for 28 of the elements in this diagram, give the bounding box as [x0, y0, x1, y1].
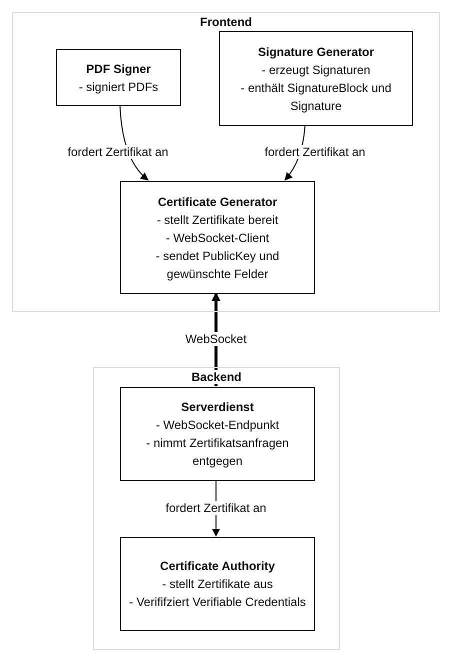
group-frame	[93, 367, 340, 650]
component-box	[219, 31, 413, 126]
box-text: - WebSocket-Client	[166, 230, 270, 246]
box-heading: Certificate Generator	[158, 194, 278, 210]
box-heading: Certificate Authority	[160, 558, 275, 575]
box-text: - Verififziert Verifiable Credentials	[129, 594, 306, 611]
edge-label: fordert Zertifikat an	[66, 145, 170, 159]
box-text: - enthält SignatureBlock und Signature	[240, 80, 392, 114]
edge-label: WebSocket	[183, 332, 249, 346]
component-box	[120, 387, 315, 481]
component-box	[56, 49, 181, 106]
box-heading: Signature Generator	[258, 44, 374, 60]
box-text: - stellt Zertifikate aus	[162, 576, 273, 593]
edge-label: fordert Zertifikat an	[262, 145, 368, 159]
box-text: - nimmt Zertifikatsanfragen entgegen	[145, 435, 290, 470]
group-title: Backend	[189, 370, 244, 384]
box-heading: PDF Signer	[86, 60, 151, 78]
box-text: - sendet PublicKey und gewünschte Felder	[154, 248, 280, 282]
component-box	[120, 181, 315, 294]
box-text: - stellt Zertifikate bereit	[156, 212, 278, 228]
component-box	[120, 537, 315, 631]
group-frame	[12, 12, 440, 312]
box-text: - signiert PDFs	[78, 78, 158, 96]
box-heading: Serverdienst	[181, 399, 254, 416]
box-text: - WebSocket-Endpunkt	[156, 417, 280, 434]
box-text: - erzeugt Signaturen	[262, 62, 370, 78]
group-title: Frontend	[198, 15, 254, 29]
edge-label: fordert Zertifikat an	[164, 501, 268, 515]
